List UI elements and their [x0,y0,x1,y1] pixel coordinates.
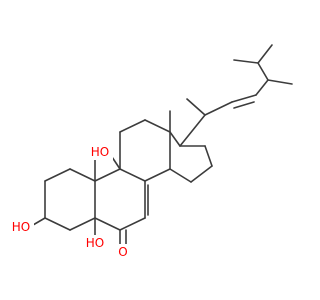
bond [69,217,96,231]
hydroxyl-label-c5: HO [86,236,104,250]
bond [44,217,71,231]
bond [186,98,206,116]
bond [69,168,96,182]
bond [94,217,121,231]
bond [119,119,146,133]
bond [257,44,273,64]
ring-d [169,131,213,183]
bond [94,168,121,182]
bond [204,101,233,116]
bond [179,114,206,147]
bond [119,168,146,182]
hydroxyl-label-c9: HO [91,145,109,159]
bond [144,119,171,133]
bond [190,165,213,183]
bond [169,168,192,183]
atom-labels: HO HO HO O [8,144,131,260]
ring-b [94,168,149,231]
bond [257,62,269,81]
bond [231,94,257,103]
bond [255,79,269,96]
oxygen-bonds [32,153,127,245]
carbonyl-oxygen-label: O [118,245,127,259]
bond [267,79,293,85]
ring-c [119,119,171,182]
bond [233,59,259,64]
bond [144,168,171,182]
bond [44,168,71,182]
side-chain [179,44,293,147]
molecule-structure: HO HO HO O [8,44,293,260]
methyl-groups [94,110,171,182]
hydroxyl-label-c3: HO [12,220,30,234]
bond [204,145,213,167]
double-bond [233,101,255,109]
ring-a [44,168,96,231]
bond [119,217,146,231]
bond [32,217,46,226]
bond [169,131,181,147]
